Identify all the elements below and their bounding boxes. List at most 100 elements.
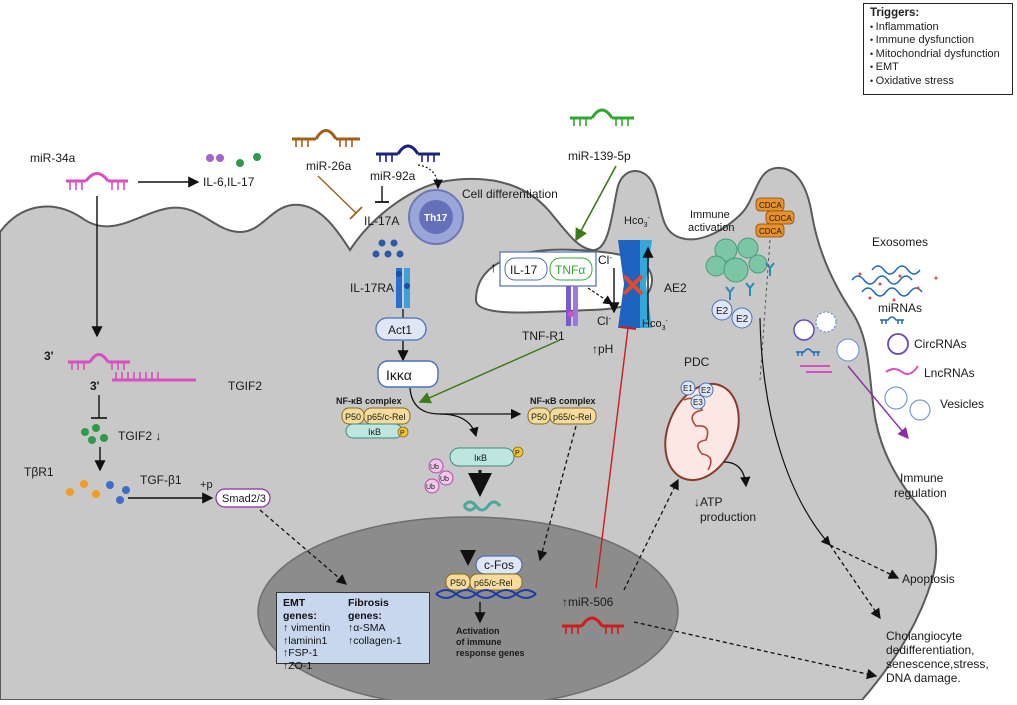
ubiquitin-icon xyxy=(424,458,454,494)
gene-box: EMT genes: ↑ vimentin ↑laminin1 ↑FSP-1 ↑… xyxy=(276,592,430,672)
fibrosis-gene: ↑collagen-1 xyxy=(347,634,402,647)
vesicle-icon-2 xyxy=(815,311,837,333)
three-prime-top: 3' xyxy=(44,349,54,363)
svg-text:E1: E1 xyxy=(683,384,693,393)
tgif2-down-label: TGIF2 ↓ xyxy=(118,429,161,443)
svg-text:CDCA: CDCA xyxy=(759,227,782,236)
il17-ligand-dots-icon xyxy=(372,239,404,258)
svg-text:IκB: IκB xyxy=(474,453,487,463)
emt-gene: ↑ vimentin xyxy=(283,622,331,634)
vesicle-icon-4 xyxy=(884,386,908,410)
nfkb-complex-label-left: NF-κB complex xyxy=(336,396,402,406)
svg-text:E3: E3 xyxy=(693,398,703,407)
triggers-box: Triggers: Inflammation Immune dysfunctio… xyxy=(863,3,1013,95)
immune-regulation-label-2: regulation xyxy=(894,486,947,500)
svg-text:p65/c-Rel: p65/c-Rel xyxy=(474,578,513,588)
trigger-item: Mitochondrial dysfunction xyxy=(870,48,1006,62)
hco3-bottom-label: Hco3- xyxy=(642,318,668,332)
svg-text:P50: P50 xyxy=(450,578,466,588)
ae2-label: AE2 xyxy=(664,281,687,295)
ikka-box xyxy=(377,360,439,388)
il17-box-label: IL-17 xyxy=(510,263,538,277)
lncrna-icon xyxy=(885,365,919,375)
vesicle-icon-5 xyxy=(909,399,931,421)
il6-dots-icon xyxy=(206,153,261,167)
svg-text:CDCA: CDCA xyxy=(759,201,782,210)
hco3-top-label: Hco3- xyxy=(624,215,650,229)
activation-label-1: Activation xyxy=(456,626,500,636)
mir26a-label: miR-26a xyxy=(306,159,352,173)
mitochondrion-icon xyxy=(664,382,740,482)
ae2-transporter-icon xyxy=(618,240,652,328)
lncrnas-label: LncRNAs xyxy=(924,366,975,380)
activation-label-3: response genes xyxy=(456,648,525,658)
apoptosis-label: Apoptosis xyxy=(902,572,955,586)
svg-text:P50: P50 xyxy=(531,412,547,422)
proteasome-icon xyxy=(462,500,502,512)
mir506-label: ↑miR-506 xyxy=(562,595,614,609)
circrna-icon xyxy=(887,333,909,355)
cholangiocyte-label-2: dedifferentiation, xyxy=(886,643,975,657)
exosome-dots-icon xyxy=(858,272,938,302)
fibrosis-gene: ↑α-SMA xyxy=(347,622,386,634)
mir506-icon xyxy=(562,616,624,634)
nfkb-complex-label-right: NF-κB complex xyxy=(530,396,596,406)
cholangiocyte-label-3: senescence,stress, xyxy=(886,657,989,671)
il17a-label: IL-17A xyxy=(364,214,399,228)
act1-label: Act1 xyxy=(388,323,412,337)
emt-gene: ↑ZO-1 xyxy=(283,659,313,672)
cholangiocyte-label-4: DNA damage. xyxy=(886,671,961,685)
circrnas-label: CircRNAs xyxy=(914,337,967,351)
trigger-item: Immune dysfunction xyxy=(870,34,1006,48)
mirna-small-icon xyxy=(880,316,904,324)
svg-text:Ub: Ub xyxy=(426,484,435,491)
emt-gene: ↑FSP-1 xyxy=(283,647,319,659)
ph-label: ↑pH xyxy=(592,342,613,356)
emt-genes-column: EMT genes: ↑ vimentin ↑laminin1 ↑FSP-1 ↑… xyxy=(283,597,340,672)
tgif2-label: TGIF2 xyxy=(228,379,262,393)
exosomes-label: Exosomes xyxy=(872,235,928,249)
cl-bottom-label: Cl- xyxy=(597,314,611,328)
exosome-mirna-icon xyxy=(796,348,820,356)
e2-label-2: E2 xyxy=(736,314,749,325)
emt-genes-title: EMT genes: xyxy=(283,597,317,622)
immune-regulation-label-1: Immune xyxy=(900,471,944,485)
e2-label-1: E2 xyxy=(716,306,729,317)
atp-label-2: production xyxy=(700,510,756,524)
il6-il17-label: IL-6,IL-17 xyxy=(203,175,255,189)
smad-box xyxy=(215,488,271,508)
mir26a-icon xyxy=(292,129,360,147)
mir34a-label: miR-34a xyxy=(30,151,76,165)
mirnas-label: miRNAs xyxy=(878,301,922,315)
act1-box xyxy=(375,317,427,341)
activation-label-2: of immune xyxy=(456,637,502,647)
svg-text:P: P xyxy=(515,450,520,457)
pdc-label: PDC xyxy=(684,355,710,369)
ikka-label: Ικκα xyxy=(386,367,412,383)
trigger-item: Inflammation xyxy=(870,21,1006,35)
triggers-title: Triggers: xyxy=(870,7,920,19)
vesicle-icon-3 xyxy=(836,338,860,362)
mir139-icon xyxy=(570,108,634,126)
p-label: +p xyxy=(200,479,213,491)
tgfb1-label: TGF-β1 xyxy=(140,473,182,487)
emt-gene: ↑laminin1 xyxy=(283,634,328,647)
three-prime-bottom: 3' xyxy=(90,379,100,393)
cell-differentiation-label: Cell differentiation xyxy=(462,187,558,201)
svg-text:P: P xyxy=(400,430,405,437)
tbr1-label: TβR1 xyxy=(24,465,54,479)
atp-label-1: ↓ATP xyxy=(694,495,722,509)
exosome-mirna-cluster-icon xyxy=(851,265,923,297)
mir92a-icon xyxy=(376,144,440,162)
svg-text:Ub: Ub xyxy=(430,464,439,471)
vesicle-icon-1 xyxy=(793,319,815,341)
p65-box-nucleus xyxy=(469,573,523,591)
ikb-box-free xyxy=(449,447,515,467)
tnfr1-receptor-icon xyxy=(566,286,578,326)
svg-text:IκB: IκB xyxy=(368,427,381,437)
il17ra-receptor-icon xyxy=(396,268,410,308)
cl-top-label: Cl- xyxy=(598,253,612,267)
p65-box-right xyxy=(549,407,597,425)
dna-helix-icon xyxy=(435,589,537,599)
